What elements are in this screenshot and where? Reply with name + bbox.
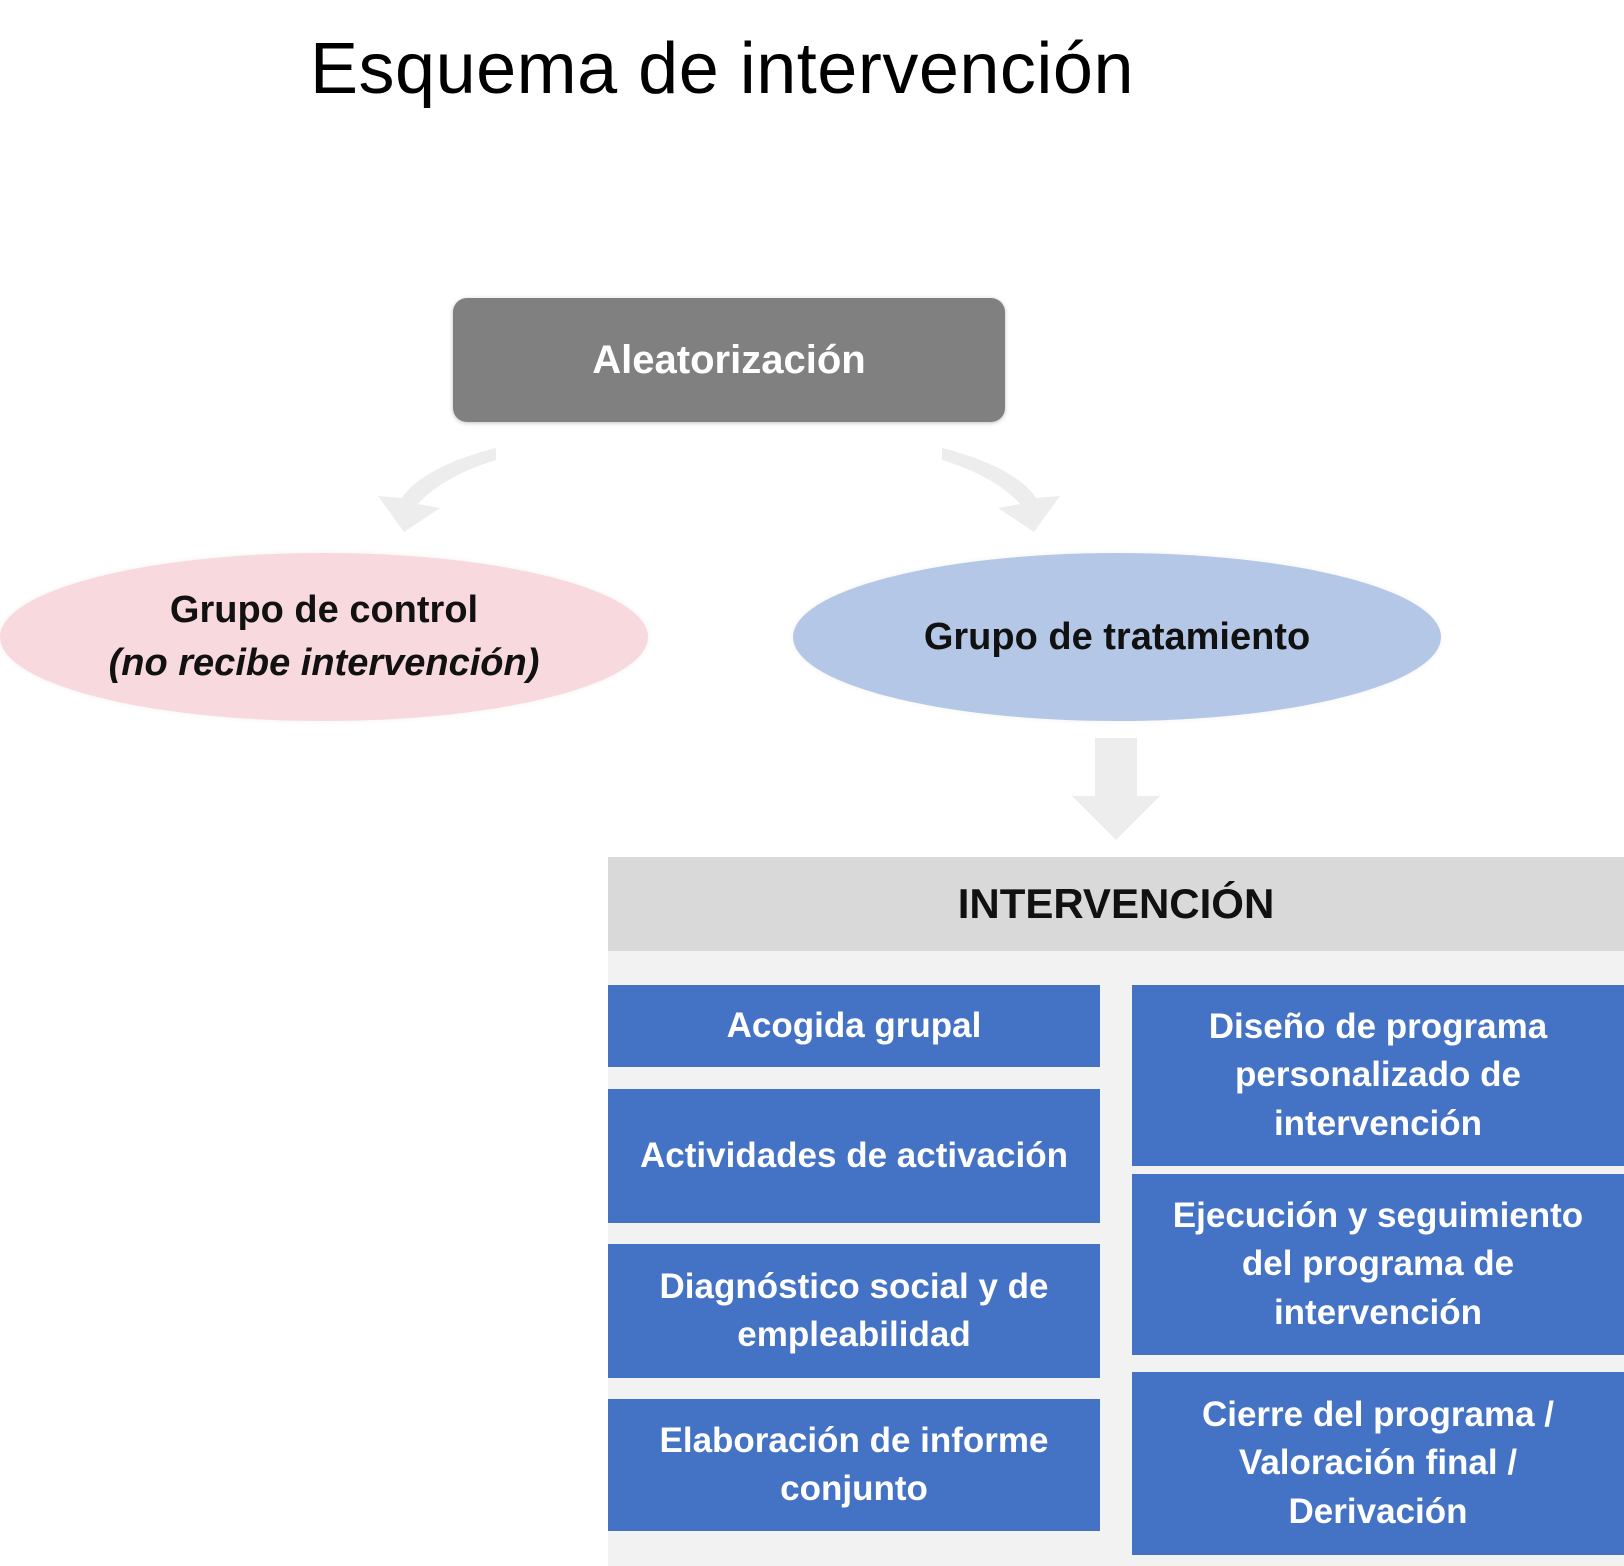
step-box: Ejecución y seguimiento del programa de …: [1132, 1174, 1624, 1355]
step-box: Elaboración de informe conjunto: [608, 1399, 1100, 1531]
diagram-title: Esquema de intervención: [310, 29, 1134, 109]
treatment-group-label: Grupo de tratamiento: [923, 615, 1311, 658]
step-box: Diseño de programa personalizado de inte…: [1132, 985, 1624, 1166]
step-label: Cierre del programa / Valoración final /…: [1201, 1395, 1555, 1531]
step-label: Acogida grupal: [726, 1005, 982, 1045]
intervention-header-label: INTERVENCIÓN: [957, 880, 1275, 927]
intervention-panel: INTERVENCIÓN Acogida grupal Actividades …: [608, 857, 1624, 1566]
step-label: Ejecución y seguimiento del programa de …: [1172, 1196, 1584, 1332]
arrow-to-control: [378, 448, 496, 532]
step-label: Diagnóstico social y de empleabilidad: [659, 1266, 1049, 1354]
step-box: Diagnóstico social y de empleabilidad: [608, 1244, 1100, 1378]
step-box: Acogida grupal: [608, 985, 1100, 1067]
control-group-ellipse: Grupo de control (no recibe intervención…: [0, 553, 648, 721]
intervention-body: Acogida grupal Actividades de activación…: [608, 951, 1624, 1566]
intervention-header: INTERVENCIÓN: [608, 857, 1624, 951]
control-group-label: Grupo de control: [169, 588, 479, 631]
arrow-to-treatment: [942, 448, 1060, 532]
step-box: Actividades de activación: [608, 1089, 1100, 1223]
arrow-to-intervention: [1072, 738, 1160, 840]
step-label: Diseño de programa personalizado de inte…: [1208, 1007, 1548, 1143]
control-group-note: (no recibe intervención): [108, 642, 540, 684]
step-box: Cierre del programa / Valoración final /…: [1132, 1372, 1624, 1555]
step-label: Actividades de activación: [640, 1135, 1068, 1175]
step-label: Elaboración de informe conjunto: [659, 1420, 1049, 1508]
randomization-box: Aleatorización: [453, 298, 1005, 422]
randomization-label: Aleatorización: [592, 337, 866, 382]
treatment-group-ellipse: Grupo de tratamiento: [793, 553, 1441, 721]
